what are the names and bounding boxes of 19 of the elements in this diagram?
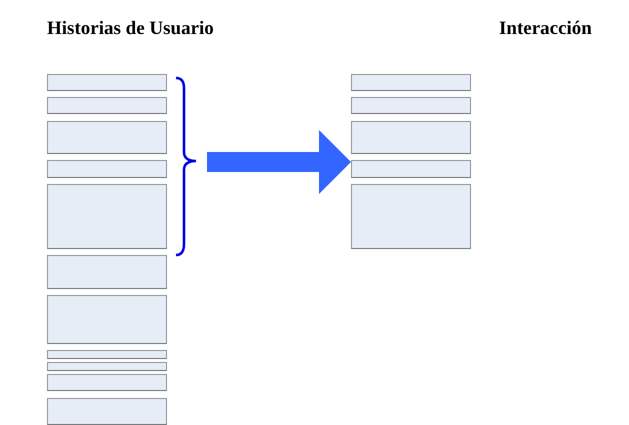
empty-box: [47, 295, 167, 344]
empty-box: [351, 74, 471, 91]
empty-box: [351, 160, 471, 178]
empty-box: [47, 74, 167, 91]
empty-box: [47, 97, 167, 114]
empty-box: [47, 398, 167, 425]
empty-box: [351, 97, 471, 114]
block-arrow: [207, 130, 351, 194]
empty-box: [47, 362, 167, 371]
column-heading: Interacción: [499, 18, 592, 40]
empty-box: [47, 374, 167, 391]
empty-box: [47, 121, 167, 154]
empty-box: [47, 184, 167, 249]
empty-box: [351, 121, 471, 154]
column-heading: Historias de Usuario: [47, 18, 214, 40]
empty-box: [47, 160, 167, 178]
empty-box: [47, 350, 167, 359]
empty-box: [351, 184, 471, 249]
empty-box: [47, 255, 167, 289]
